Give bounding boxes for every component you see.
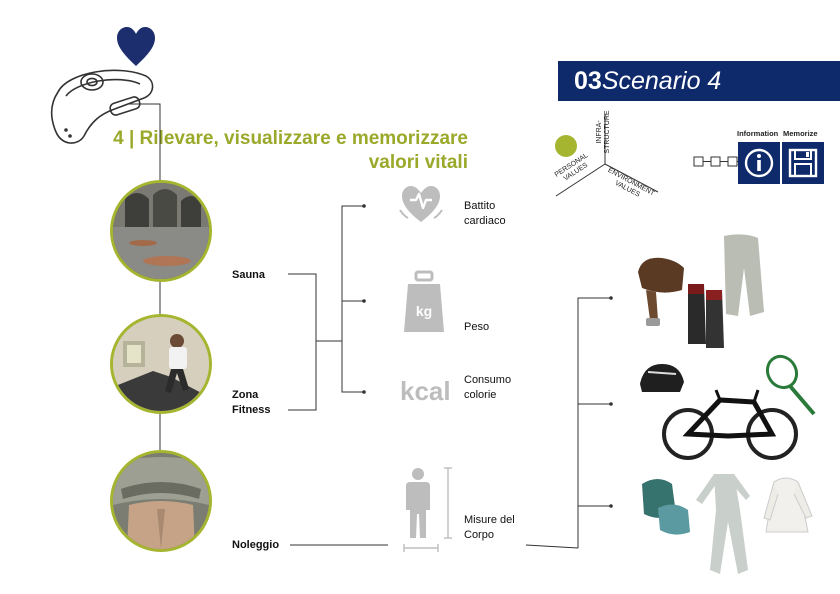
fitness-label-line2: Fitness [232,404,271,416]
information-box [738,142,780,184]
heartbeat-icon [399,186,443,222]
rental-photo [110,450,212,552]
rental-label: Noleggio [232,539,280,551]
wristband-device-icon [50,69,154,144]
body-measure-label: Misure del [464,514,515,526]
scenario-number: 03 [574,67,602,95]
fitness-label: Zona [232,389,259,401]
heartbeat-label-line2: cardiaco [464,215,506,227]
weight-icon [404,270,444,332]
information-caption: Information [737,129,779,138]
kg-label: kg [415,303,433,319]
body-measure-label-line2: Corpo [464,529,494,541]
save-icon [788,148,818,178]
values-diagram: INFRA- STRUCTURE PERSONAL VALUES ENVIRON… [548,108,668,206]
scenario-title: Scenario 4 [601,67,722,95]
calories-label: Consumo [464,374,512,386]
equestrian-gear-image [638,234,764,348]
sauna-label: Sauna [232,269,266,281]
process-chain [693,156,741,167]
section-title: 4 | Rilevare, visualizzare e memorizzare [113,128,468,149]
weight-label: Peso [464,321,490,333]
fitness-photo [110,314,212,414]
memorize-box [782,142,824,184]
heartbeat-label: Battito [464,200,496,212]
section-title-line2: valori vitali [368,152,468,173]
clothing-image [642,474,813,574]
scenario-banner: 03Scenario 4 [558,61,840,101]
info-icon [744,148,774,178]
body-measure-icon [403,467,452,552]
bike-sports-image [640,354,816,460]
heart-icon [117,27,155,66]
sauna-photo [110,180,212,282]
kcal-icon: kcal [400,376,451,406]
memorize-caption: Memorize [783,129,818,138]
calories-label-line2: colorie [464,389,497,401]
